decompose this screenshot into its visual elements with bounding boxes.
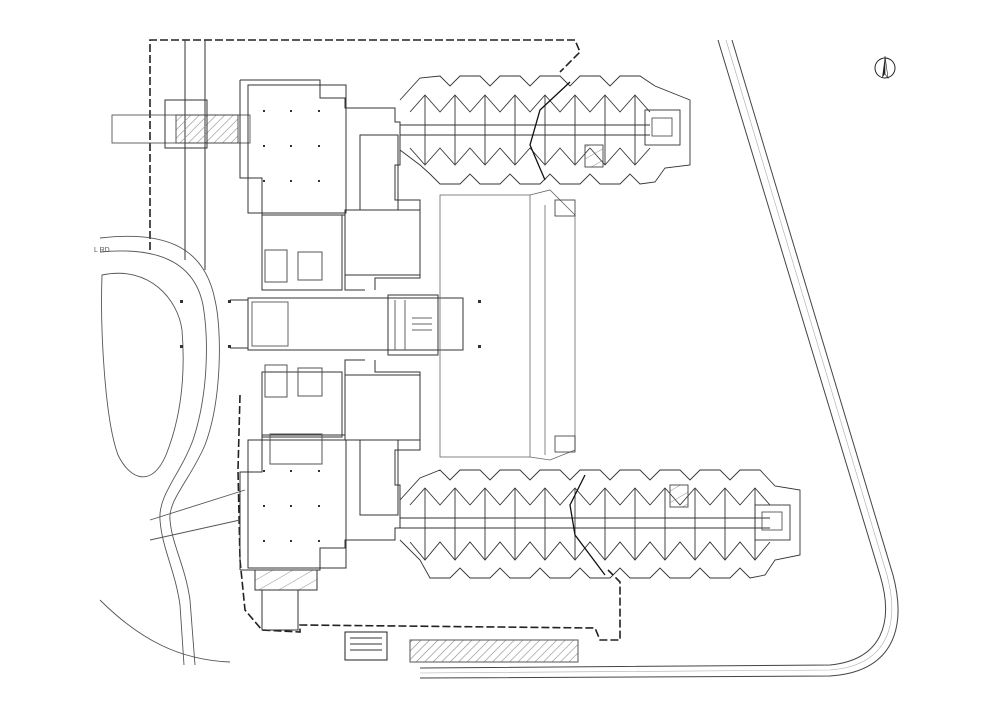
- west-bridge: [111, 99, 251, 149]
- north-residential-wing: [399, 75, 691, 185]
- access-road: [99, 235, 246, 666]
- south-residential-wing: [399, 469, 801, 579]
- main-block-south: [239, 359, 421, 571]
- central-connector: [230, 294, 464, 356]
- main-block-north: [239, 79, 421, 291]
- structural-columns: [180, 110, 481, 542]
- south-podium: [254, 569, 579, 663]
- east-road: [419, 39, 899, 679]
- site-lines: [184, 40, 206, 270]
- road-label: L RD: [94, 247, 110, 254]
- north-arrow-icon: [874, 55, 896, 80]
- courtyard: [439, 189, 576, 461]
